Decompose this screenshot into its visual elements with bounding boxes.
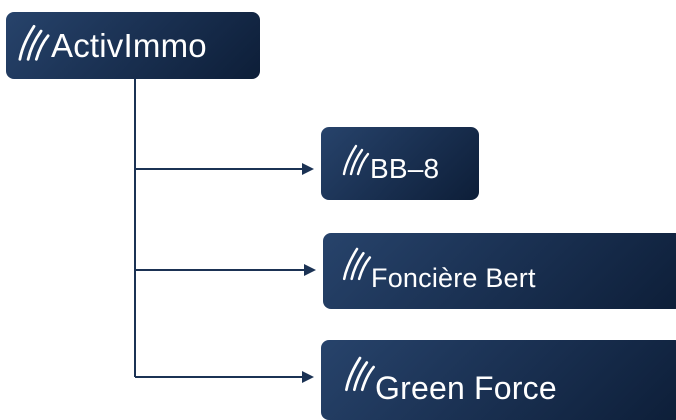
node-label: BB–8 [370,152,440,184]
arrowhead-2 [304,264,316,276]
node-label: Foncière Bert [371,262,536,293]
arrowhead-3 [302,371,314,383]
node-fonciere-bert: Foncière Bert [323,233,676,309]
flame-logo-icon [345,356,375,392]
flame-logo-icon [18,24,50,61]
node-bb8: BB–8 [321,127,479,200]
flame-logo-icon [342,247,372,281]
node-green-force: Green Force [321,340,676,420]
node-label: ActivImmo [51,26,207,64]
node-label: Green Force [375,369,557,406]
arrowhead-1 [302,163,314,175]
flame-logo-icon [342,144,370,175]
node-activimmo: ActivImmo [6,12,260,79]
